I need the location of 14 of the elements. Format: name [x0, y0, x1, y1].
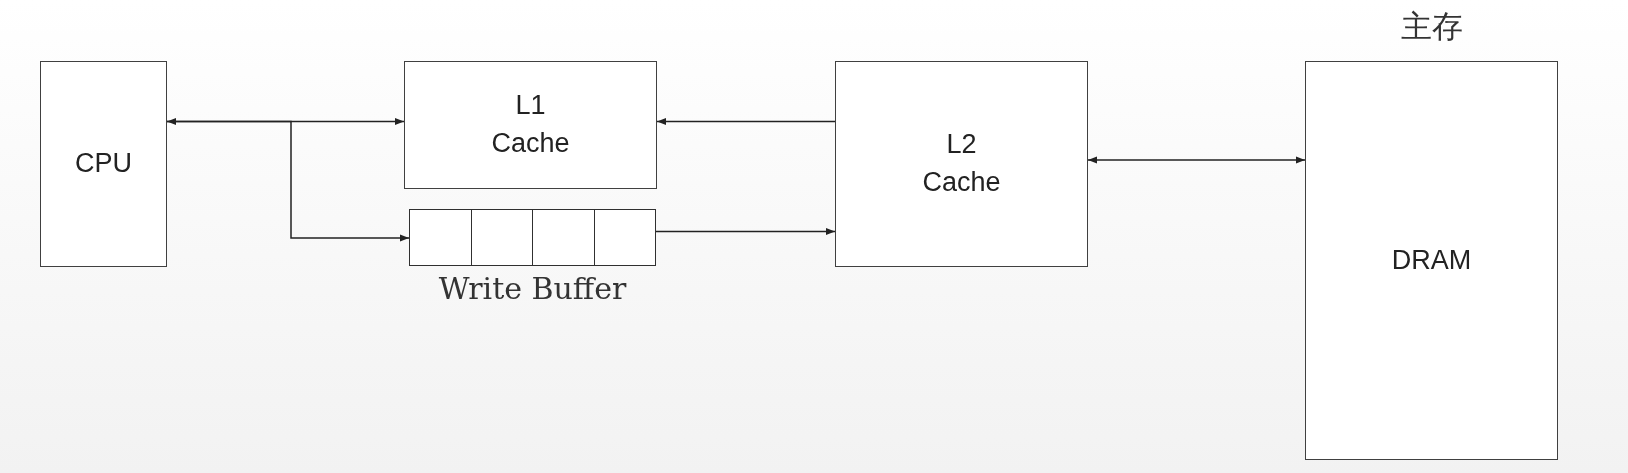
arrow: [656, 117, 836, 126]
component-box: [40, 61, 167, 267]
box-label: L1 Cache: [490, 89, 571, 160]
component-box: [404, 61, 657, 189]
box-label: DRAM: [1391, 243, 1472, 277]
box-label: CPU: [75, 147, 132, 181]
buffer-label: Write Buffer: [437, 271, 628, 306]
component-box: [835, 61, 1088, 267]
arrow: [166, 117, 405, 126]
arrow: [166, 120, 410, 242]
arrow: [655, 227, 836, 236]
box-label: L2 Cache: [921, 128, 1002, 199]
arrow: [1087, 156, 1306, 164]
memory-heading: 主存: [1399, 7, 1464, 46]
